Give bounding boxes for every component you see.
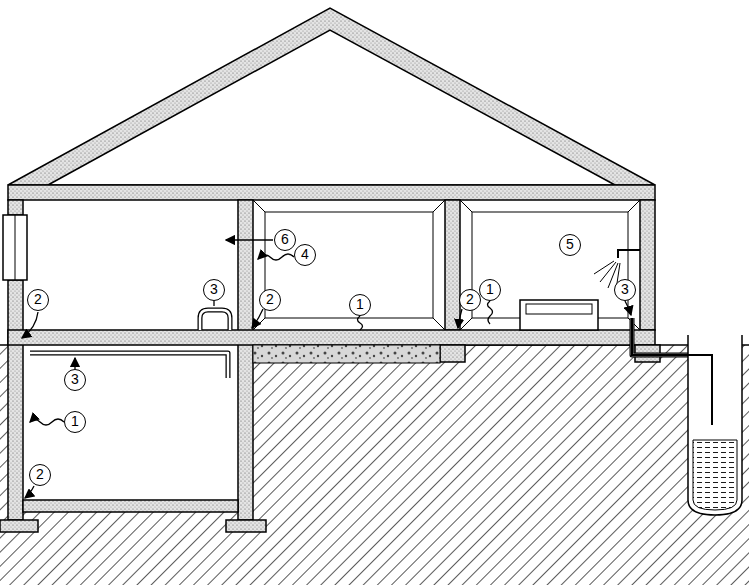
callout-number: 5 <box>559 234 581 256</box>
callout-number: 1 <box>349 294 371 316</box>
callout-number: 2 <box>459 289 481 311</box>
callout-number: 2 <box>27 289 49 311</box>
callout-number: 3 <box>64 369 86 391</box>
callout-number: 4 <box>294 244 316 266</box>
callout-number: 2 <box>29 464 51 486</box>
callout-number: 6 <box>274 229 296 251</box>
callout-number: 2 <box>259 289 281 311</box>
callout-number: 3 <box>614 279 636 301</box>
callout-number: 1 <box>64 411 86 433</box>
callout-number: 1 <box>479 279 501 301</box>
callout-number: 3 <box>203 279 225 301</box>
